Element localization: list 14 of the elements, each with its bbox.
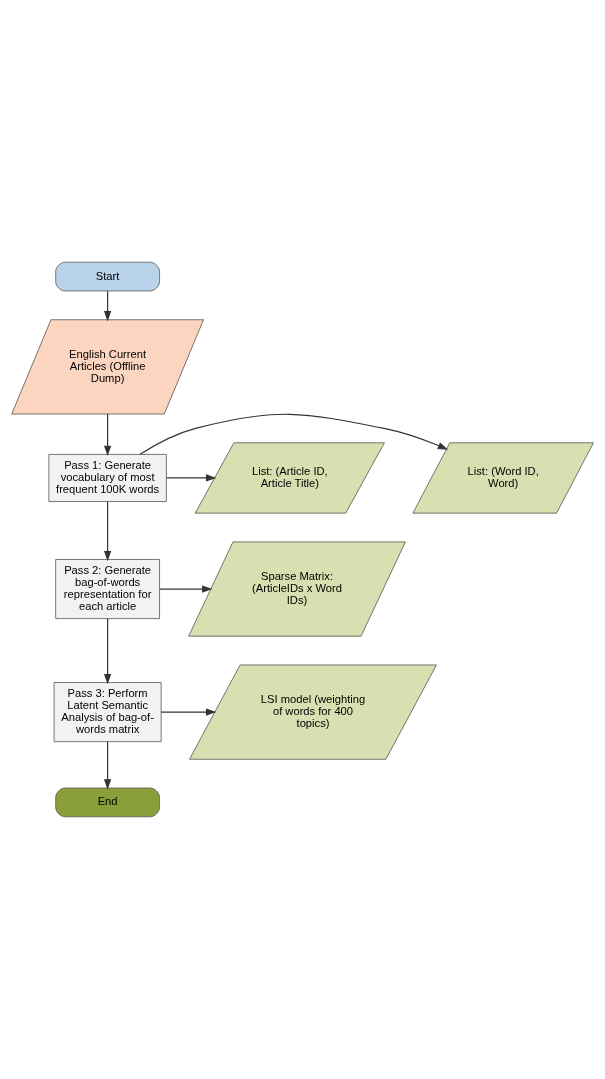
arrow — [103, 290, 112, 322]
arrow — [103, 501, 112, 562]
node-box: Start — [55, 261, 160, 292]
arrow — [159, 585, 213, 593]
node-box: Pass 2: Generate bag-of-words representation for each article — [55, 559, 160, 619]
arrow — [103, 618, 112, 685]
arrow — [103, 741, 112, 790]
arrow — [103, 413, 112, 457]
node-box: End — [55, 787, 160, 818]
arrow — [139, 413, 449, 455]
node-box: Pass 1: Generate vocabulary of most frequent 100K words — [48, 454, 167, 502]
node-box: Pass 3: Perform Latent Semantic Analysis of bag-of-words matrix — [53, 682, 162, 743]
arrow — [166, 474, 217, 482]
arrow — [160, 708, 217, 716]
